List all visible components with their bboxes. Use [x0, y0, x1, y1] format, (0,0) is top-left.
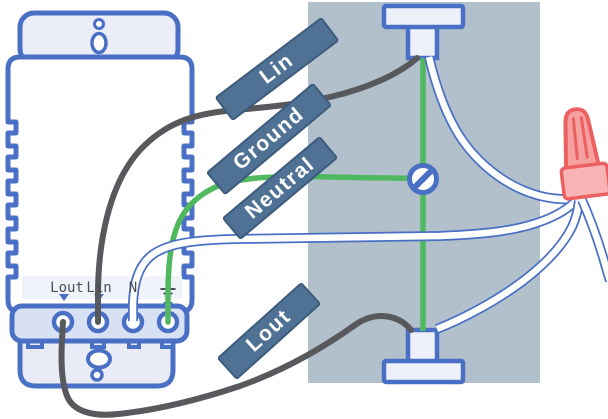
smart-switch [5, 10, 195, 389]
device-terminal-label-neutral: N [128, 280, 138, 296]
neutral-wire-top-fixture [424, 55, 579, 205]
switch-body [5, 54, 195, 315]
neutral-wire-device [128, 196, 581, 321]
neutral-wire-bottom-fixture [435, 200, 584, 334]
bottom-fixture-terminal [381, 327, 466, 385]
bottom-cap-slot-icon [86, 348, 112, 370]
ground-screw-icon [407, 163, 439, 195]
top-fixture-terminal [381, 3, 466, 61]
bottom-cap-hole-icon [90, 368, 104, 382]
line-in-wire [95, 55, 420, 325]
device-terminal-label-lin: Lin [86, 280, 112, 296]
terminal-label-band [22, 276, 182, 299]
wire-nut-icon [559, 107, 608, 201]
top-cap-hole-icon [93, 18, 105, 30]
top-cap-slot-icon [90, 31, 108, 55]
pointer-triangle-lout [59, 294, 69, 301]
device-terminal-label-lout: Lout [50, 280, 84, 296]
neutral-wire-offcanvas [577, 197, 608, 283]
line-out-wire [58, 313, 414, 418]
